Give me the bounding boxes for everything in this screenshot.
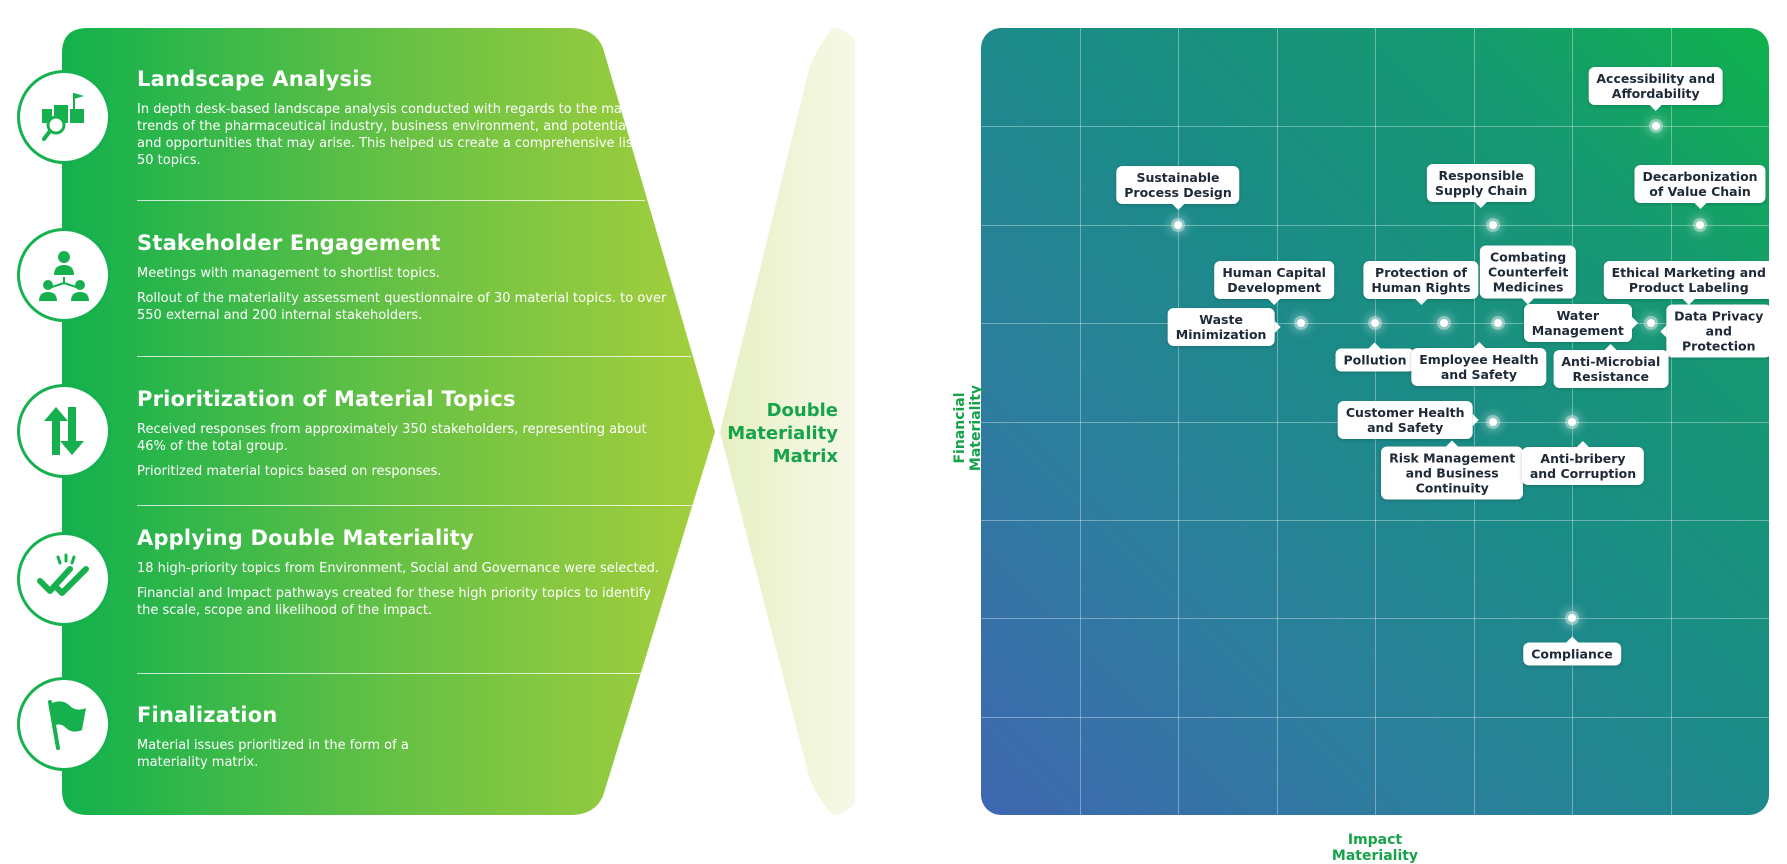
landscape-icon-circle xyxy=(17,70,111,164)
y-axis-label: Financial Materiality xyxy=(952,384,984,472)
grid-line-horizontal xyxy=(981,224,1769,226)
title-line: Materiality xyxy=(727,423,838,444)
finalization-icon-circle xyxy=(17,677,111,771)
step-divider xyxy=(137,673,641,674)
step-divider xyxy=(137,200,645,201)
step-stakeholder-engagement: Stakeholder Engagement Meetings with man… xyxy=(137,231,667,332)
step-text: Rollout of the materiality assessment qu… xyxy=(137,291,667,323)
grid-line-horizontal xyxy=(981,716,1769,718)
double-materiality-title: Double Materiality Matrix xyxy=(720,399,838,468)
title-line: Double xyxy=(766,400,838,421)
data-point[interactable] xyxy=(1371,319,1379,328)
double-materiality-icon-circle xyxy=(17,532,111,626)
people-network-icon xyxy=(39,251,89,301)
data-point[interactable] xyxy=(1489,220,1498,229)
data-point[interactable] xyxy=(1489,417,1498,426)
data-point[interactable] xyxy=(1568,614,1576,623)
point-label: Pollution xyxy=(1335,342,1415,372)
step-text: Meetings with management to shortlist to… xyxy=(137,266,441,281)
step-title: Finalization xyxy=(137,703,278,727)
x-axis-label: Impact Materiality xyxy=(1331,832,1419,864)
data-point[interactable] xyxy=(1297,319,1306,328)
point-label: Compliance xyxy=(1523,636,1621,666)
data-point[interactable] xyxy=(1439,319,1448,328)
step-text: Financial and Impact pathways created fo… xyxy=(137,586,651,618)
grid-line-vertical xyxy=(1276,28,1278,815)
prioritization-icon-circle xyxy=(17,384,111,478)
step-text: Material issues prioritized in the form … xyxy=(137,738,409,770)
step-finalization: Finalization Material issues prioritized… xyxy=(137,703,427,779)
grid-line-vertical xyxy=(1178,28,1179,815)
up-down-arrows-icon xyxy=(44,407,84,455)
data-point[interactable] xyxy=(1494,319,1503,328)
double-check-icon xyxy=(37,553,89,596)
magnifier-map-icon xyxy=(42,93,84,141)
flag-icon xyxy=(48,700,86,750)
data-point[interactable] xyxy=(1696,220,1705,229)
stakeholder-icon-circle xyxy=(17,228,111,322)
step-text: In depth desk-based landscape analysis c… xyxy=(137,102,664,168)
step-text: 18 high-priority topics from Environment… xyxy=(137,561,660,576)
grid-line-horizontal xyxy=(981,126,1769,128)
title-line: Matrix xyxy=(772,446,838,467)
step-applying-double-materiality: Applying Double Materiality 18 high-prio… xyxy=(137,526,667,627)
grid-line-vertical xyxy=(1670,28,1672,815)
step-divider xyxy=(137,356,691,357)
step-title: Prioritization of Material Topics xyxy=(137,387,516,411)
step-landscape-analysis: Landscape Analysis In depth desk-based l… xyxy=(137,67,667,177)
step-divider xyxy=(137,505,697,506)
grid-line-horizontal xyxy=(981,519,1769,521)
data-point[interactable] xyxy=(1174,220,1182,229)
step-prioritization: Prioritization of Material Topics Receiv… xyxy=(137,387,667,488)
step-text: Prioritized material topics based on res… xyxy=(137,464,442,479)
data-point[interactable] xyxy=(1568,417,1576,426)
data-point[interactable] xyxy=(1646,319,1655,328)
step-title: Landscape Analysis xyxy=(137,67,373,91)
step-text: Received responses from approximately 35… xyxy=(137,422,647,454)
data-point[interactable] xyxy=(1651,122,1660,131)
step-title: Applying Double Materiality xyxy=(137,526,474,550)
step-title: Stakeholder Engagement xyxy=(137,231,441,255)
grid-line-horizontal xyxy=(981,618,1769,620)
grid-line-vertical xyxy=(1079,28,1081,815)
